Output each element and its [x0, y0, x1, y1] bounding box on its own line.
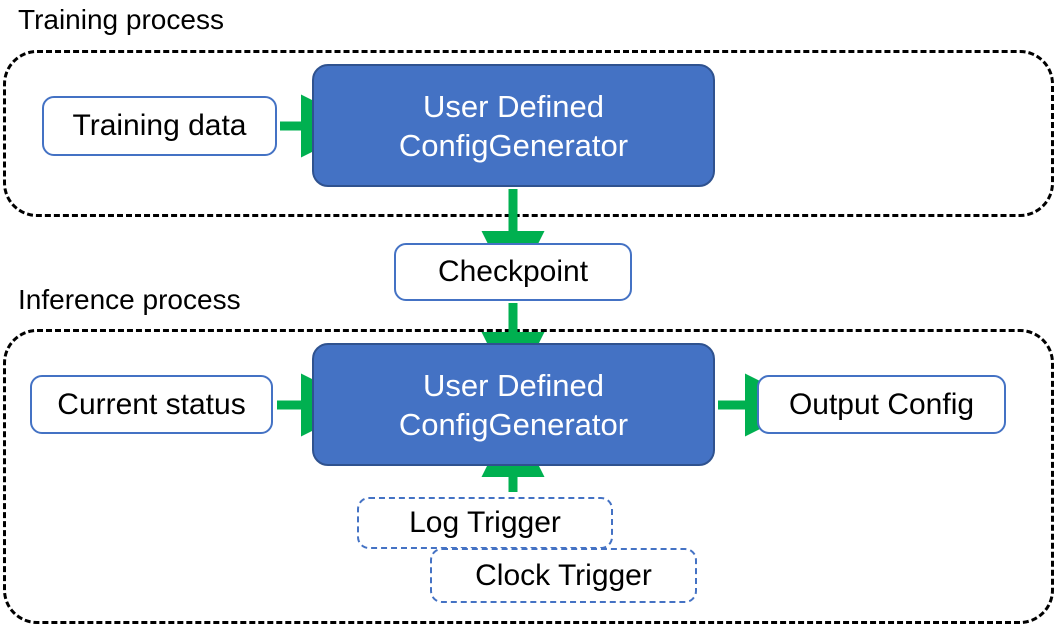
node-output-config-label: Output Config [788, 387, 975, 421]
node-training-data[interactable]: Training data [42, 96, 277, 156]
node-checkpoint[interactable]: Checkpoint [394, 243, 632, 301]
node-training-config-generator[interactable]: User Defined ConfigGenerator [312, 64, 715, 187]
node-current-status-label: Current status [57, 387, 246, 421]
inference-process-group [3, 329, 1054, 624]
node-checkpoint-label: Checkpoint [437, 255, 589, 288]
inference-process-caption: Inference process [18, 284, 241, 315]
node-log-trigger-label: Log Trigger [409, 506, 561, 539]
node-inference-config-generator-label-line2: ConfigGenerator [398, 406, 629, 442]
node-training-data-label: Training data [72, 109, 247, 142]
node-training-config-generator-label-line1: User Defined [423, 88, 604, 124]
node-log-trigger[interactable]: Log Trigger [357, 497, 613, 549]
node-clock-trigger[interactable]: Clock Trigger [430, 548, 697, 603]
node-clock-trigger-label: Clock Trigger [475, 558, 652, 592]
training-process-caption: Training process [18, 4, 224, 35]
node-inference-config-generator-label-line1: User Defined [423, 367, 604, 403]
training-process-group [3, 50, 1054, 217]
node-current-status[interactable]: Current status [30, 375, 273, 434]
node-training-config-generator-label-line2: ConfigGenerator [398, 127, 629, 163]
node-inference-config-generator[interactable]: User Defined ConfigGenerator [312, 343, 715, 466]
node-output-config[interactable]: Output Config [757, 375, 1006, 434]
